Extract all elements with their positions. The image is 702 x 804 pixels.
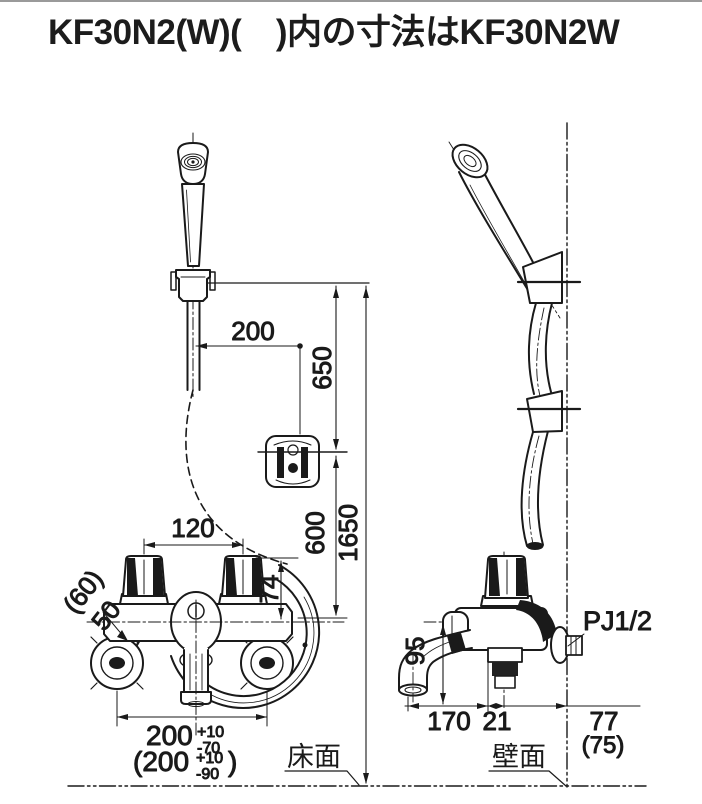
shower-hanger-side-icon bbox=[516, 251, 582, 304]
shower-hose-side-lower bbox=[520, 430, 549, 550]
shower-hose-side-upper bbox=[527, 302, 553, 401]
dim-wall-clearance: 77 bbox=[590, 706, 619, 736]
dim-mount-pitch: 200 bbox=[146, 720, 193, 751]
side-view: 95 170 21 77 (75) PJ1/2 bbox=[398, 122, 653, 788]
wall-surface-label: 壁面 bbox=[492, 742, 546, 772]
dim-mount-pitch-tol-lower: -70 bbox=[197, 740, 220, 757]
dims-side bbox=[404, 623, 641, 712]
wall-bracket-side-icon bbox=[516, 390, 582, 433]
faucet-body-front bbox=[86, 555, 345, 739]
dim-mount-pitch-paren-close: ) bbox=[228, 746, 237, 777]
dim-hanger-offset: 200 bbox=[231, 316, 274, 346]
dims-front bbox=[102, 282, 370, 784]
top-border bbox=[0, 0, 702, 2]
dim-spout-drop: 95 bbox=[400, 637, 430, 666]
shower-hanger-front-icon bbox=[170, 269, 216, 302]
dim-mount-pitch-paren-tol-lower: -90 bbox=[196, 766, 219, 783]
dim-shower-port-height: 74 bbox=[254, 575, 284, 604]
dim-wall-clearance-paren: (75) bbox=[582, 732, 625, 759]
wall-bracket-front-icon bbox=[265, 435, 320, 488]
dim-overall-height: 1650 bbox=[333, 504, 363, 562]
dim-mount-pitch-paren-tol-upper: +10 bbox=[196, 750, 223, 767]
page-title: KF30N2(W)( )内の寸法はKF30N2W bbox=[48, 13, 620, 52]
dim-mount-pitch-paren: (200 bbox=[133, 746, 189, 777]
dim-center-offset: 21 bbox=[483, 706, 512, 736]
hose-phantom-curve bbox=[185, 389, 288, 565]
reference-labels bbox=[67, 770, 647, 787]
dim-spout-reach: 170 bbox=[427, 706, 470, 736]
faucet-side bbox=[398, 551, 583, 711]
faucet-legs-front bbox=[90, 636, 294, 690]
shower-head-front-icon bbox=[177, 142, 209, 267]
dim-mount-pitch-tol-upper: +10 bbox=[197, 724, 224, 741]
dim-hanger-to-bracket: 650 bbox=[307, 346, 337, 389]
front-view: 200 120 650 600 1650 74 (60) 50 200 +10 … bbox=[56, 132, 370, 784]
thread-type-label: PJ1/2 bbox=[583, 606, 652, 636]
dim-bracket-to-faucet: 600 bbox=[300, 511, 330, 554]
floor-surface-label: 床面 bbox=[287, 742, 341, 772]
dim-handle-pitch: 120 bbox=[171, 513, 214, 543]
